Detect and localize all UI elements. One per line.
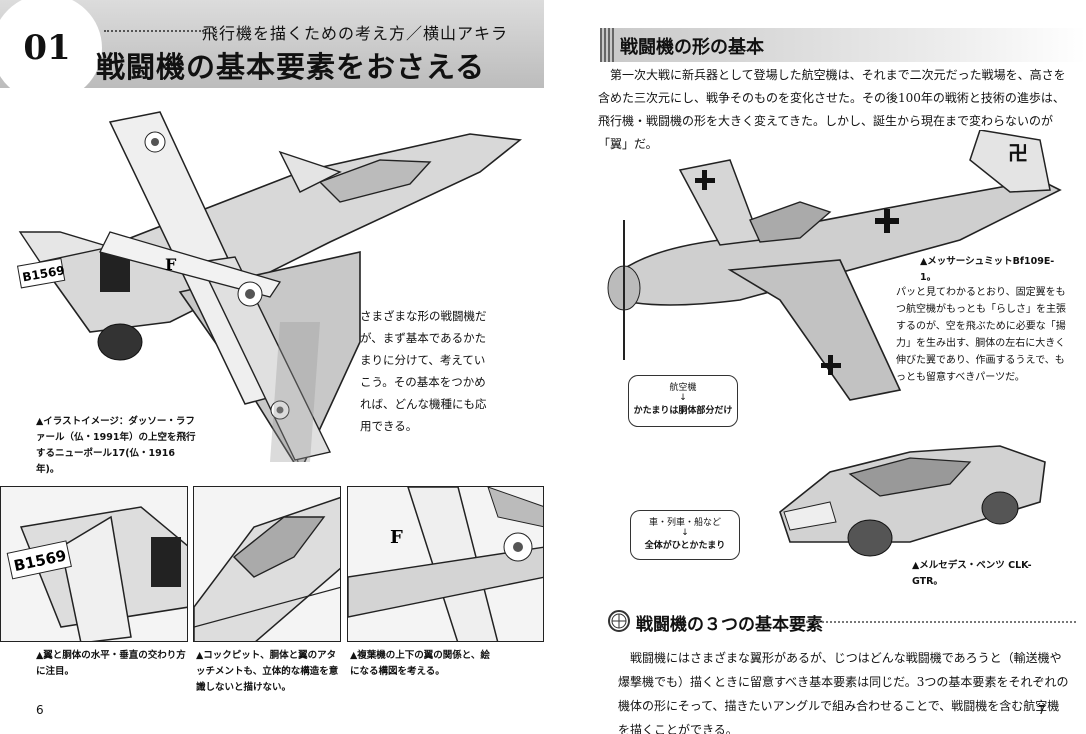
section-1-stripes: [600, 28, 614, 62]
aircraft-label: 航空機: [669, 383, 697, 393]
section-1-bar: [600, 28, 1086, 62]
page-number-left: 6: [36, 703, 44, 717]
bf109-note: パッと見てわかるとおり、固定翼をもつ航空機がもっとも「らしさ」を主張するのが、空…: [896, 287, 1066, 383]
rafale-nieuport-illustration: F B1569: [16, 111, 522, 462]
section-2-title: 戦闘機の３つの基本要素: [636, 615, 823, 635]
svg-text:卍: 卍: [1008, 141, 1028, 165]
bf109-caption: ▲メッサーシュミットBf109E-1。: [920, 256, 1055, 283]
panel-2-caption: ▲コックピット、胴体と翼のアタッチメントも、立体的な構造を意識しないと描けない。: [196, 650, 339, 693]
section-2-dots: [806, 621, 1076, 623]
cockpit-closeup-illustration: [194, 496, 340, 641]
left-body-text: さまざまな形の戦闘機だが、まず基本であるかたまりに分けて、考えていこう。その基本…: [360, 309, 487, 433]
chapter-title: 戦闘機の基本要素をおさえる: [96, 50, 486, 84]
biplane-closeup-illustration: F: [348, 487, 543, 641]
aircraft-mass-text: かたまりは胴体部分だけ: [633, 406, 733, 416]
panel-3-caption: ▲複葉機の上下の翼の関係と、絵になる構図を考える。: [350, 650, 490, 677]
section-1-title: 戦闘機の形の基本: [620, 37, 764, 58]
bf109-illustration: 卍: [607, 130, 1062, 401]
car-caption: ▲メルセデス・ベンツ CLK-GTR。: [912, 560, 1032, 587]
vehicle-mass-text: 全体がひとかたまり: [644, 541, 726, 551]
vehicle-label: 車・列車・船など: [648, 518, 721, 528]
main-illustration-caption: ▲イラストイメージ：ダッソー・ラファール（仏・1991年）の上空を飛行するニュー…: [36, 416, 196, 475]
tail-closeup-illustration: B1569: [6, 506, 187, 641]
vehicle-bubble: 車・列車・船など ↓ 全体がひとかたまり: [630, 510, 740, 560]
detail-panel-2: [193, 486, 341, 642]
down-arrow-icon: ↓: [681, 528, 689, 538]
down-arrow-icon: ↓: [679, 393, 687, 403]
svg-text:F: F: [165, 255, 177, 274]
aircraft-bubble: 航空機 ↓ かたまりは胴体部分だけ: [628, 375, 738, 427]
panel-1-caption: ▲翼と胴体の水平・垂直の交わり方に注目。: [36, 650, 186, 677]
clk-gtr-illustration: [779, 445, 1046, 557]
subtitle-dots: [104, 30, 204, 32]
chapter-subtitle: 飛行機を描くための考え方／横山アキラ: [202, 24, 509, 43]
detail-panel-1: B1569: [0, 486, 188, 642]
intro-paragraph: 第一次大戦に新兵器として登場した航空機は、それまで二次元だった戦場を、高さを含め…: [598, 68, 1066, 151]
globe-icon: [608, 610, 630, 632]
svg-text:F: F: [390, 527, 403, 548]
section-2-text: 戦闘機にはさまざまな翼形があるが、じつはどんな戦闘機であろうと（輸送機や爆撃機で…: [618, 651, 1069, 734]
detail-panel-3: F: [347, 486, 544, 642]
chapter-number: 01: [0, 0, 102, 102]
page-number-right: 7: [1038, 703, 1046, 717]
